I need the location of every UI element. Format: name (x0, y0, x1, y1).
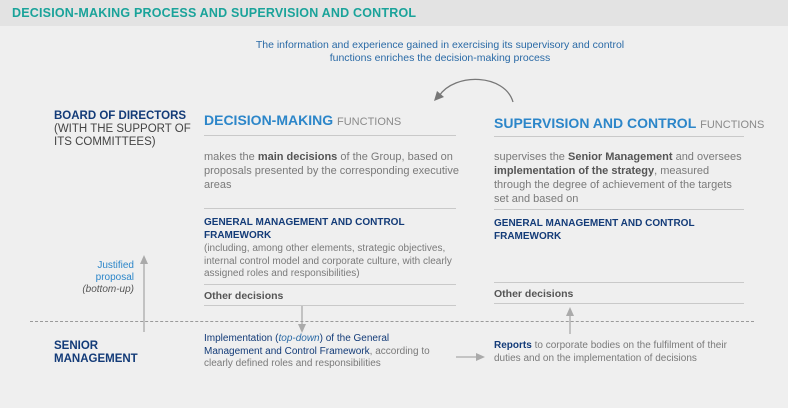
arrow-head-icon (566, 307, 574, 316)
divider (204, 208, 456, 209)
supervision-description: supervises the Senior Management and ove… (494, 151, 742, 205)
supervision-framework-title: GENERAL MANAGEMENT AND CONTROL FRAMEWORK (494, 218, 695, 242)
decision-heading-small: FUNCTIONS (337, 116, 402, 128)
feedback-arrow-icon (434, 78, 514, 103)
arrow-head-icon (476, 353, 485, 361)
supervision-heading: SUPERVISION AND CONTROL FUNCTIONS (494, 115, 764, 131)
implementation-text: Implementation (top-down) of the General… (204, 333, 430, 369)
reports-text: Reports to corporate bodies on the fulfi… (494, 340, 727, 364)
board-name: BOARD OF DIRECTORS (54, 110, 187, 122)
decision-heading-bold: DECISION-MAKING (204, 112, 334, 128)
justified-proposal-mode: (bottom-up) (82, 284, 134, 295)
divider (494, 209, 744, 210)
divider (494, 136, 744, 137)
divider (204, 135, 456, 136)
divider (494, 303, 744, 304)
title-bar (0, 0, 788, 26)
feedback-note: The information and experience gained in… (255, 39, 625, 64)
board-note: (WITH THE SUPPORT OF ITS COMMITTEES) (54, 123, 191, 148)
senior-name: SENIOR MANAGEMENT (54, 340, 138, 365)
supervision-heading-small: FUNCTIONS (700, 119, 765, 131)
supervision-other-decisions: Other decisions (494, 288, 574, 300)
supervision-heading-bold: SUPERVISION AND CONTROL (494, 115, 697, 131)
decision-description: makes the main decisions of the Group, b… (204, 151, 459, 191)
justified-proposal-label: Justified proposal (95, 260, 134, 283)
decision-framework-description: (including, among other elements, strate… (204, 243, 452, 279)
justified-proposal: Justified proposal (bottom-up) (78, 260, 134, 296)
divider (204, 305, 456, 306)
page-title: DECISION-MAKING PROCESS AND SUPERVISION … (12, 6, 417, 20)
divider (494, 282, 744, 283)
board-of-directors: BOARD OF DIRECTORS (WITH THE SUPPORT OF … (54, 110, 194, 149)
decision-other-decisions: Other decisions (204, 290, 284, 302)
arrow-head-icon (298, 324, 306, 333)
divider (204, 284, 456, 285)
level-divider (30, 321, 754, 322)
decision-heading: DECISION-MAKING FUNCTIONS (204, 112, 401, 128)
arrow-head-icon (140, 255, 148, 264)
senior-management: SENIOR MANAGEMENT (54, 340, 174, 366)
decision-framework-title: GENERAL MANAGEMENT AND CONTROL FRAMEWORK (204, 217, 405, 241)
